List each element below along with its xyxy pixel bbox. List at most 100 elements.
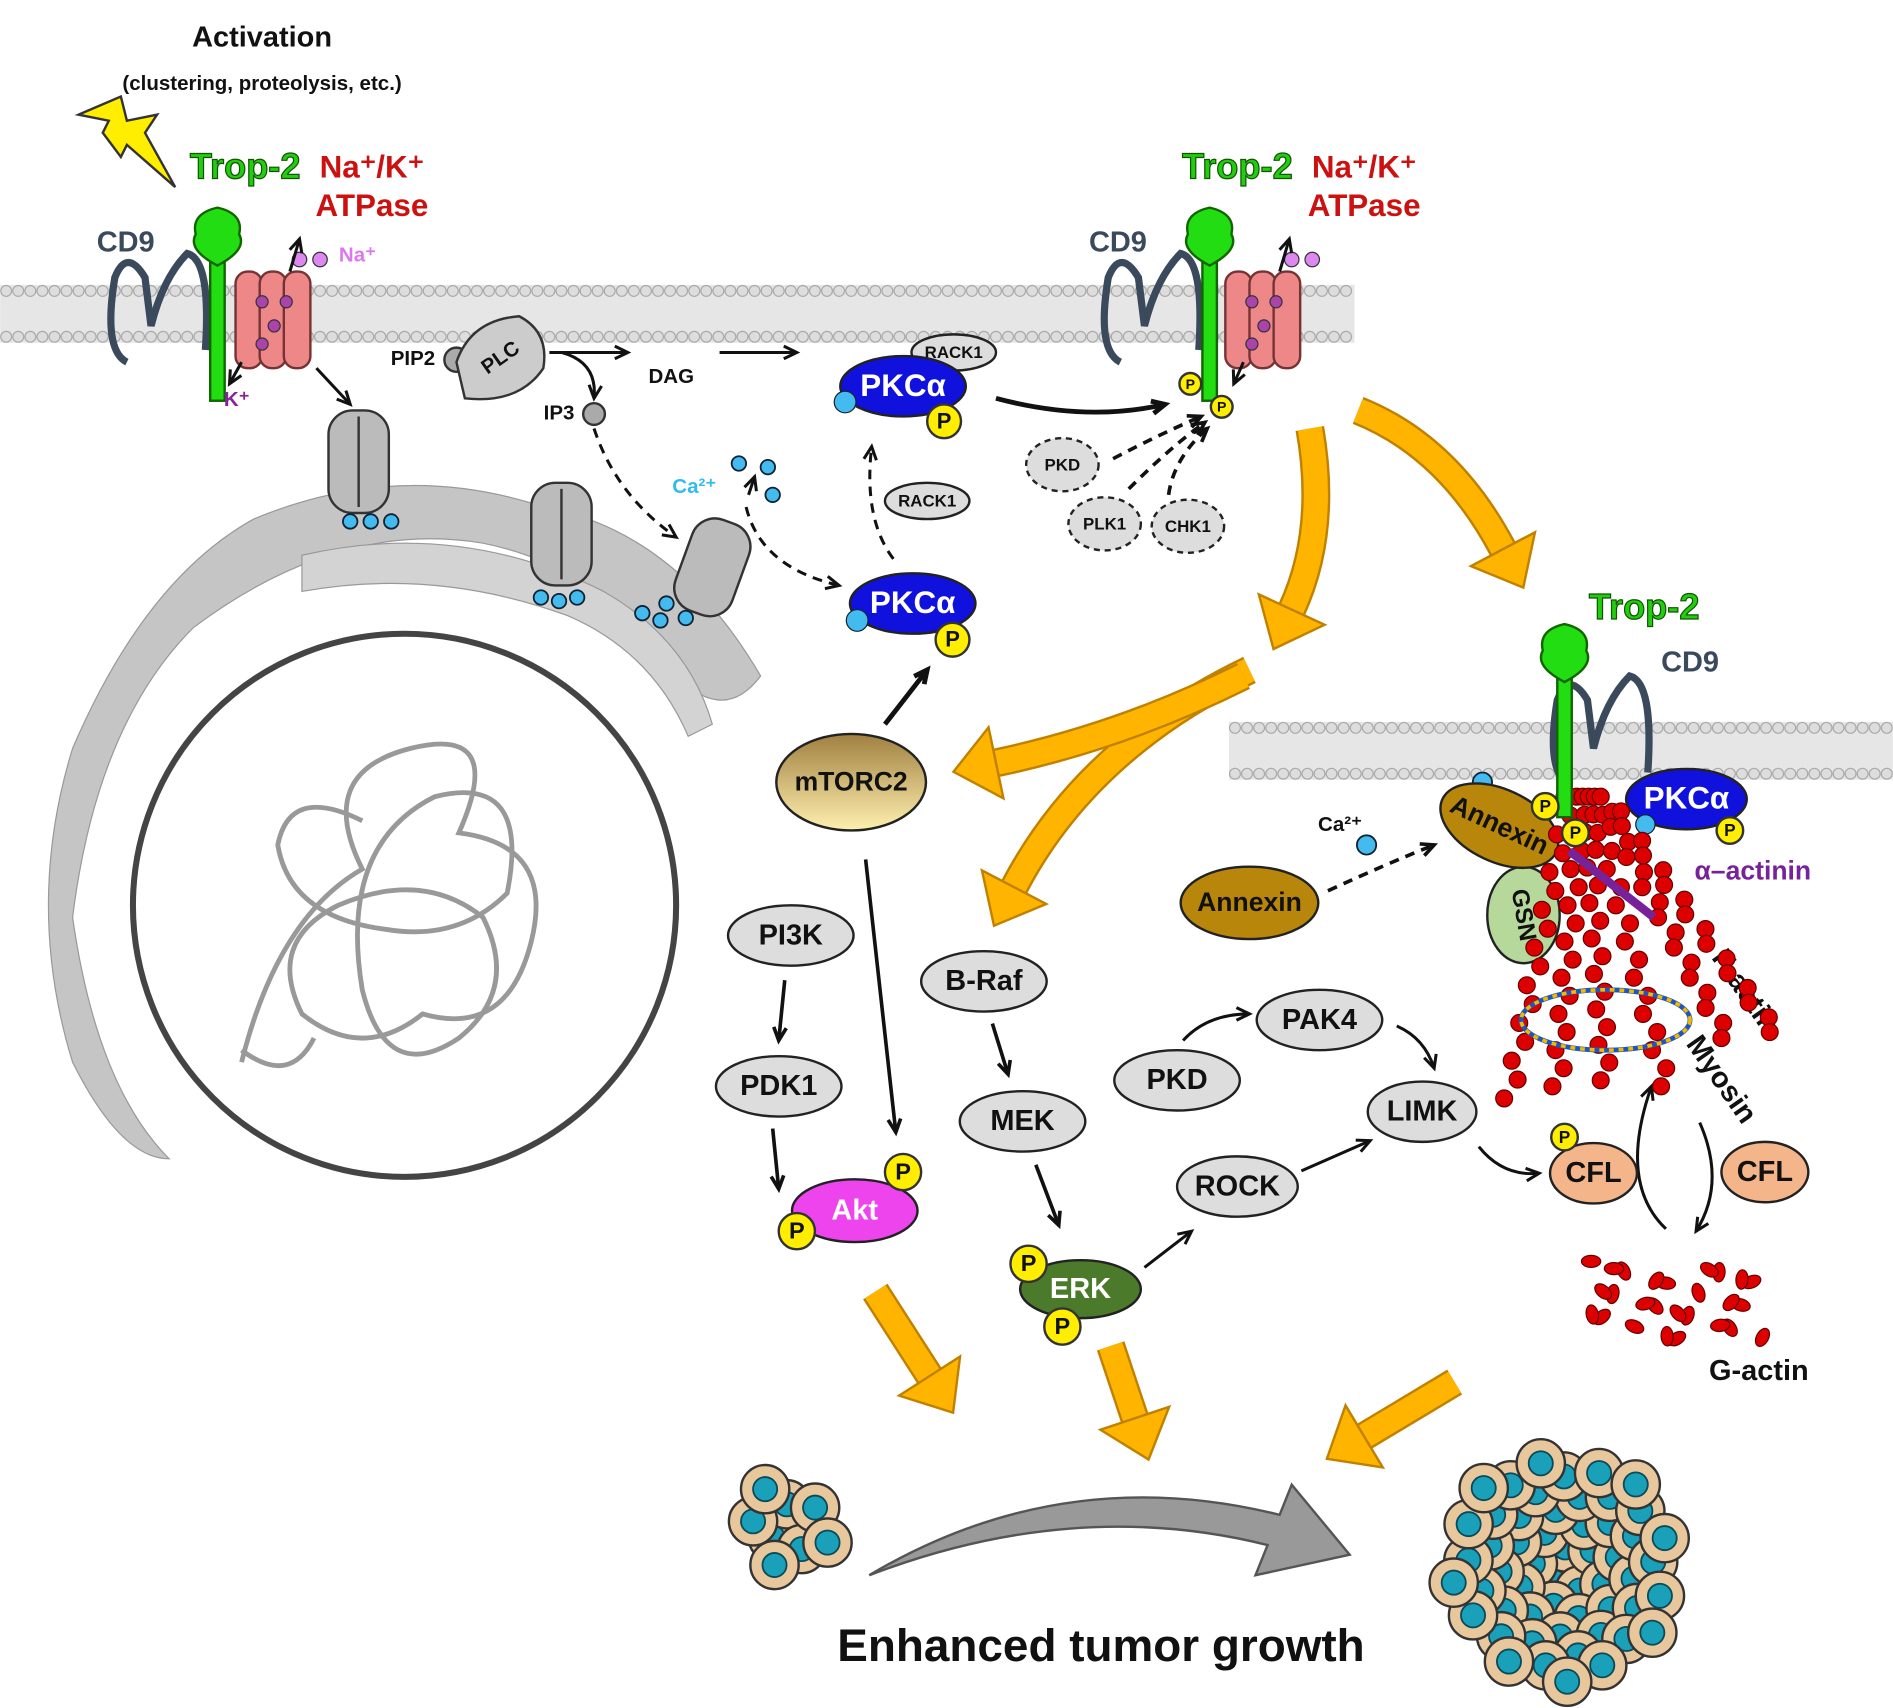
arrow <box>1166 427 1209 496</box>
trop2-complex-right: PP <box>1100 206 1321 419</box>
pkd-label: PKD <box>1146 1064 1207 1096</box>
arrow <box>1232 361 1245 385</box>
chk1[interactable]: CHK1 <box>1150 498 1226 555</box>
tumor-cells <box>727 1437 1691 1708</box>
arrow-head <box>1423 1053 1438 1072</box>
actin-subunit <box>1517 976 1536 995</box>
pi3k[interactable]: PI3K <box>726 904 855 967</box>
arrow-head <box>1150 398 1171 416</box>
orange-arrow-head <box>980 868 1050 928</box>
pkd-dashed-label: PKD <box>1045 455 1081 474</box>
actin-subunit <box>1531 957 1550 976</box>
arrow <box>561 351 596 399</box>
lightning-icon <box>74 94 177 189</box>
arrow <box>288 238 301 273</box>
actin-subunit <box>1652 1077 1671 1096</box>
mtorc2-label: mTORC2 <box>795 766 908 796</box>
actin-subunit <box>1538 919 1557 938</box>
pkd-dashed[interactable]: PKD <box>1024 436 1100 493</box>
actin-subunit <box>1648 1022 1667 1042</box>
pi3k-label: PI3K <box>759 919 823 951</box>
pak4[interactable]: PAK4 <box>1255 988 1384 1052</box>
arrow <box>1034 1164 1061 1226</box>
mek[interactable]: MEK <box>958 1089 1087 1153</box>
ip3-label: IP3 <box>544 401 575 424</box>
actin-subunit <box>1600 1053 1619 1072</box>
erk-label: ERK <box>1050 1273 1111 1305</box>
dag-label: DAG <box>648 365 694 388</box>
arrow-head <box>336 390 353 407</box>
actin-subunit <box>1680 968 1699 987</box>
rack1-cytosol-label: RACK1 <box>898 492 956 511</box>
actin-subunit <box>1543 1077 1562 1096</box>
plc-enzyme <box>455 315 546 401</box>
arrow-head <box>1355 1138 1374 1153</box>
arrow-head <box>1231 369 1246 388</box>
arrow <box>1636 1085 1667 1230</box>
pdk1[interactable]: PDK1 <box>714 1054 843 1118</box>
plk1[interactable]: PLK1 <box>1067 496 1143 552</box>
g-actin-label: G-actin <box>1709 1355 1809 1387</box>
orange-arrow-head <box>1257 592 1328 651</box>
trop2-complex-left <box>107 206 328 402</box>
rack1-cytosol[interactable]: RACK1 <box>883 481 971 521</box>
endoplasmic-reticulum <box>47 484 762 1160</box>
chromatin <box>239 741 539 1069</box>
orange-arrow-head <box>1468 529 1537 590</box>
actin-subunit <box>1549 1004 1568 1023</box>
orange-arrow <box>1280 426 1328 615</box>
arrow-head <box>862 443 878 461</box>
na-ion-label: Na⁺ <box>339 243 376 266</box>
mtorc2[interactable]: mTORC2 <box>775 732 928 832</box>
cfl[interactable]: CFL <box>1720 1140 1810 1204</box>
atpase-label-left: ATPase <box>316 188 429 223</box>
actin-subunit <box>1712 1029 1731 1048</box>
annexin-cytosol[interactable]: Annexin <box>1179 865 1320 941</box>
actin-subunit <box>1634 863 1654 882</box>
actin-subunit <box>1566 914 1585 933</box>
limk[interactable]: LIMK <box>1366 1080 1478 1144</box>
actin-subunit <box>1718 964 1737 983</box>
arrow <box>1181 1012 1250 1042</box>
actin-subunit <box>1580 893 1599 913</box>
ip3-molecule <box>581 401 607 427</box>
g-actin-monomers <box>1580 1254 1771 1348</box>
cd9-label-left: CD9 <box>97 226 155 258</box>
actin-subunit <box>1682 953 1701 972</box>
k-ion-label: K⁺ <box>224 388 250 411</box>
phospho-label: P <box>1570 823 1582 843</box>
rock[interactable]: ROCK <box>1175 1155 1299 1218</box>
braf[interactable]: B-Raf <box>919 949 1048 1013</box>
actin-subunit <box>1569 878 1588 897</box>
arrow-head <box>1640 1083 1655 1101</box>
arrow-head <box>1177 1229 1195 1245</box>
arrow-head <box>288 235 304 254</box>
actin-subunit <box>1714 1013 1733 1033</box>
actin-subunit <box>1657 1059 1676 1078</box>
actin-subunit <box>1676 905 1695 924</box>
actin-subunit <box>1593 947 1612 966</box>
pkca-right-label: PKCα <box>1644 781 1730 816</box>
arrow-head <box>227 369 243 387</box>
pdk1-label: PDK1 <box>740 1070 817 1102</box>
pkd[interactable]: PKD <box>1113 1048 1242 1112</box>
gsn[interactable]: GSN <box>1486 865 1561 965</box>
cfl-phospho-label: CFL <box>1565 1157 1621 1189</box>
arrow-head <box>743 473 758 492</box>
actin-subunit <box>1617 847 1636 867</box>
activation-title: Activation <box>192 21 332 53</box>
arrow <box>592 428 677 539</box>
enhanced-tumor-growth-label: Enhanced tumor growth <box>837 1619 1364 1671</box>
actin-subunit <box>1597 1018 1617 1037</box>
phospho-label: P <box>1186 376 1195 392</box>
actin-subunit <box>1582 929 1601 948</box>
actin-subunit <box>1697 934 1716 953</box>
actin-subunit <box>1532 900 1551 919</box>
phospho-label: P <box>1539 796 1551 816</box>
